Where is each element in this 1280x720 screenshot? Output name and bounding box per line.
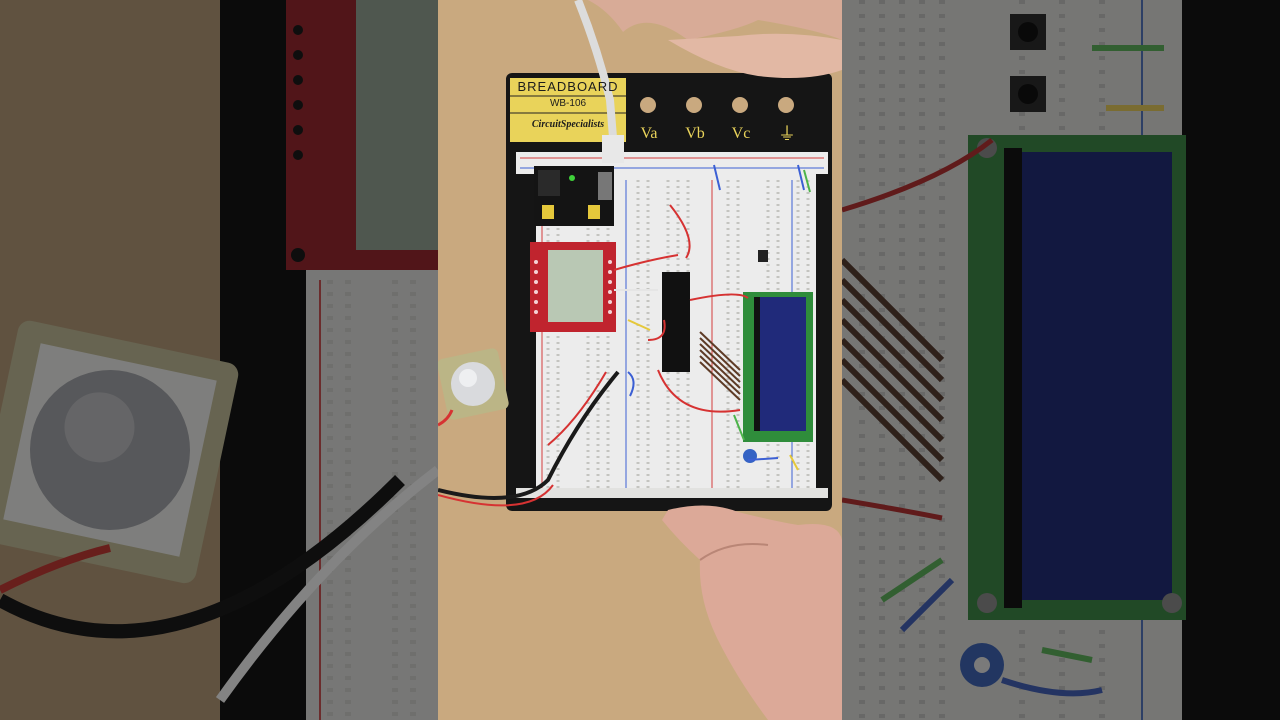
potentiometer [743, 449, 757, 463]
terminal-label-va: Va [640, 125, 658, 142]
main-photo: BREADBOARD WB-106 CircuitSpecialists Va … [438, 0, 842, 720]
terminal-label-vb: Vb [685, 125, 705, 142]
hand-bottom [662, 505, 842, 720]
board-model-label: WB-106 [549, 98, 587, 109]
nokia-lcd-screen [548, 250, 603, 322]
microcontroller-chip [662, 272, 690, 372]
board-maker-label: CircuitSpecialists [531, 119, 605, 130]
terminal-posts [640, 97, 794, 113]
hand-top [588, 0, 842, 40]
terminal-label-vc: Vc [731, 125, 751, 142]
left-zoomed-background [0, 0, 438, 720]
pir-motion-sensor [438, 348, 509, 420]
right-zoomed-background [842, 0, 1280, 720]
usb-cable [574, 0, 618, 151]
ground-symbol-icon: ⏚ [778, 124, 796, 145]
board-brand-label: BREADBOARD [517, 79, 619, 94]
lcd-16x2-screen [760, 297, 806, 431]
push-button [758, 250, 768, 262]
